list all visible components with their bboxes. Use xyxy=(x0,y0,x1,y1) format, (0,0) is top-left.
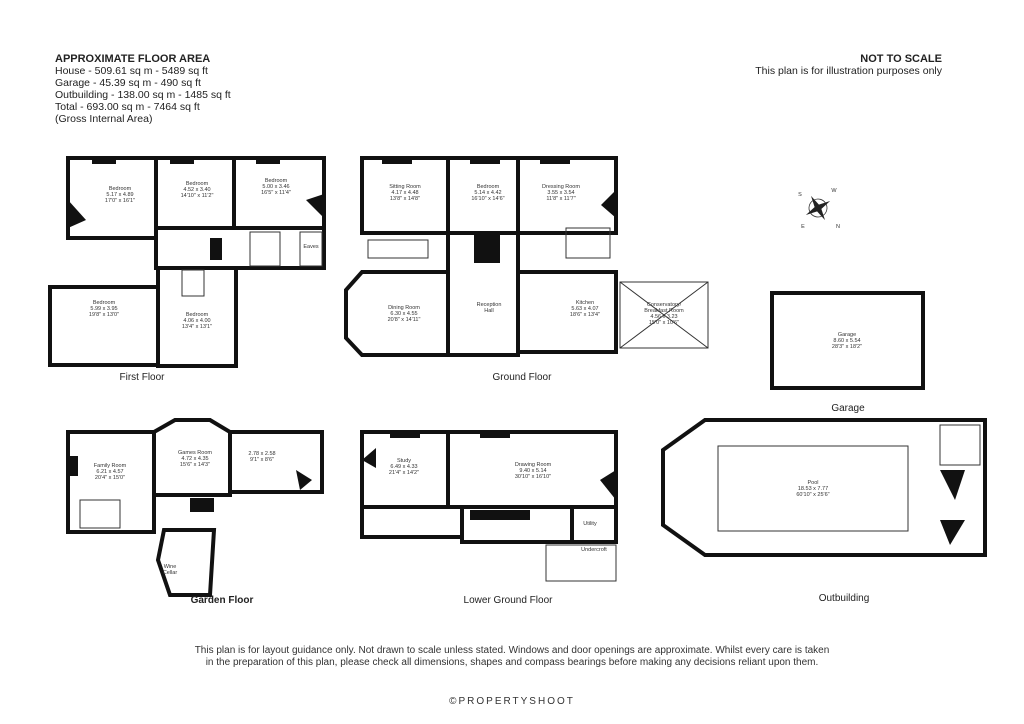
svg-text:Undercroft: Undercroft xyxy=(581,547,607,553)
svg-text:S: S xyxy=(798,192,802,198)
svg-text:2.78 x 2.589'1" x 8'6": 2.78 x 2.589'1" x 8'6" xyxy=(248,451,275,463)
svg-text:W: W xyxy=(831,188,837,194)
floor-area-block: APPROXIMATE FLOOR AREA House - 509.61 sq… xyxy=(55,53,231,125)
area-line: Garage - 45.39 sq m - 490 sq ft xyxy=(55,77,201,89)
first-floor-title: First Floor xyxy=(120,372,166,383)
svg-text:E: E xyxy=(801,224,805,230)
garden-floor-plan xyxy=(66,418,324,597)
ground-floor-plan xyxy=(344,156,709,357)
svg-text:Utility: Utility xyxy=(583,521,597,527)
area-line: House - 509.61 sq m - 5489 sq ft xyxy=(55,65,208,77)
scale-title: NOT TO SCALE xyxy=(860,53,942,65)
area-line: Total - 693.00 sq m - 7464 sq ft xyxy=(55,101,200,113)
eaves-label: Eaves xyxy=(303,244,319,250)
first-floor-plan xyxy=(48,156,326,368)
area-line: (Gross Internal Area) xyxy=(55,113,153,125)
lower-ground-floor-plan xyxy=(360,430,618,582)
area-line: Outbuilding - 138.00 sq m - 1485 sq ft xyxy=(55,89,231,101)
brand-logo: ©PROPERTYSHOOT xyxy=(449,696,575,707)
garage-plan xyxy=(770,291,925,390)
disclaimer-line: This plan is for layout guidance only. N… xyxy=(194,645,830,656)
disclaimer-line: in the preparation of this plan, please … xyxy=(205,657,819,668)
compass-icon xyxy=(805,195,831,221)
svg-text:N: N xyxy=(836,224,840,230)
ground-floor-title: Ground Floor xyxy=(493,372,553,383)
lower-ground-floor-title: Lower Ground Floor xyxy=(464,595,554,606)
scale-note: This plan is for illustration purposes o… xyxy=(755,65,942,77)
scale-block: NOT TO SCALE This plan is for illustrati… xyxy=(755,53,942,77)
garden-floor-title: Garden Floor xyxy=(191,595,254,606)
floor-area-title: APPROXIMATE FLOOR AREA xyxy=(55,53,211,65)
outbuilding-title: Outbuilding xyxy=(819,593,870,604)
disclaimer: This plan is for layout guidance only. N… xyxy=(0,645,1024,669)
outbuilding-plan xyxy=(661,418,987,557)
garage-title: Garage xyxy=(831,403,865,414)
